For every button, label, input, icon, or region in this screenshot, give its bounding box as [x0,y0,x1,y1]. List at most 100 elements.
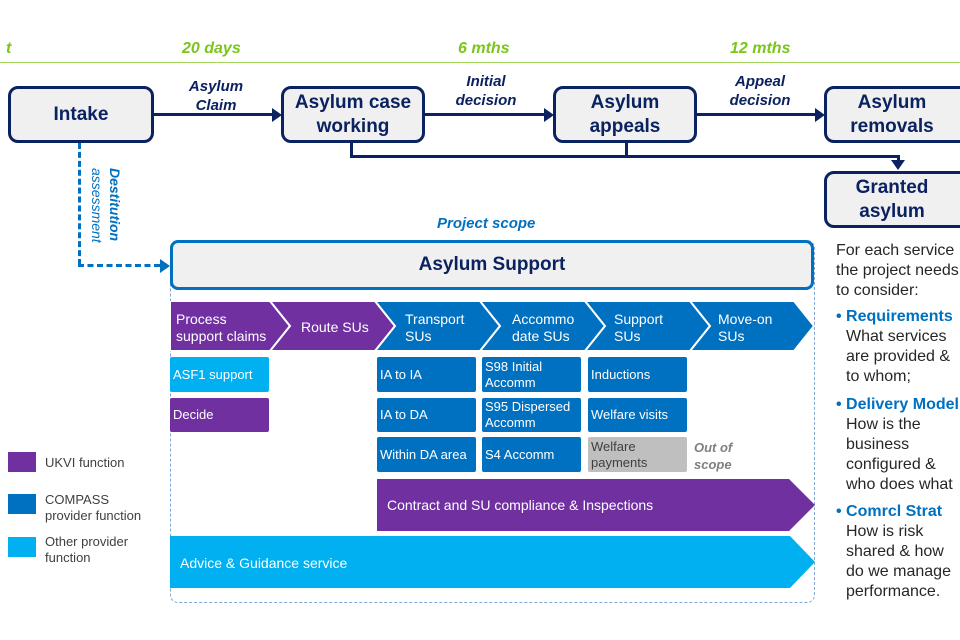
side-item-comrcl-strat-line3: do we manage [846,563,951,580]
transition-initial-decision-line2: decision [455,92,517,109]
cell-decide: Decide [170,398,269,432]
chevron-label-accommodate-line1: Accommo [512,311,575,327]
side-item-delivery-model: • Delivery Model How is the business con… [836,395,959,495]
cell-welfare-visits-label: Welfare visits [591,407,669,422]
out-of-scope-line1: Out of [694,440,733,455]
arrow-claim-head-icon [272,108,282,122]
side-intro-line1: For each service [836,242,955,259]
cell-s4-accomm: S4 Accomm [482,437,581,472]
side-intro-line3: to consider: [836,282,919,299]
cell-asf1-support-label: ASF1 support [173,366,253,382]
timeline-label-start: t [6,40,12,57]
cell-s4-label: S4 Accomm [485,446,555,462]
side-item-delivery-model-head: Delivery Model [846,396,959,413]
legend-swatch-other [8,537,36,557]
cell-s98-label: S98 Initial Accomm [485,358,543,390]
contract-compliance-shape [377,479,815,531]
side-item-delivery-model-line1: How is the [846,416,921,433]
side-intro: For each service the project needs to co… [836,241,959,301]
cell-ia-to-ia-label: IA to IA [380,366,422,382]
timeline-line [0,62,960,63]
cell-ia-to-ia: IA to IA [377,357,476,392]
advice-guidance-bar [170,536,815,588]
stage-granted-line1: Granted [855,176,929,198]
transition-asylum-claim-line1: Asylum [188,78,244,95]
cell-welfare-payments-label: Welfare payments [591,438,648,470]
destitution-dashed-vertical [78,143,81,265]
connector-granted-line [350,155,900,158]
legend-label-ukvi: UKVI function [45,455,125,470]
chevron-label-process-line2: support claims [176,328,267,344]
transition-asylum-claim-line2: Claim [195,97,237,114]
advice-guidance-label: Advice & Guidance service [180,555,348,571]
cell-s95-dispersed-accomm: S95 Dispersed Accomm [482,398,581,432]
arrow-appeal-head-icon [815,108,825,122]
stage-removals-line1: Asylum [857,91,927,113]
side-item-delivery-model-line2: business [846,436,910,453]
cell-welfare-payments: Welfare payments [588,437,687,472]
connector-appeals-down [625,143,628,157]
stage-appeals-line1: Asylum [590,91,660,113]
chevron-label-support-line2: SUs [614,328,641,344]
stage-appeals-line2: appeals [589,115,661,137]
transition-initial-decision-line1: Initial [466,73,506,90]
bullet-icon: • [836,503,847,520]
bullet-icon: • [836,396,847,413]
side-item-requirements-head: Requirements [846,308,953,325]
destitution-label-line2: assessment [89,168,105,243]
transition-initial-decision: Initial decision [446,72,526,110]
asylum-support-header: Asylum Support [170,240,814,290]
legend-swatch-ukvi [8,452,36,472]
contract-compliance-label: Contract and SU compliance & Inspections [387,497,654,513]
arrow-initial-head-icon [544,108,554,122]
side-item-comrcl-strat-line2: shared & how [846,543,944,560]
stage-removals-line2: removals [850,115,934,137]
side-intro-line2: the project needs [836,262,959,279]
cell-inductions-label: Inductions [591,366,651,382]
side-item-comrcl-strat-head: Comrcl Strat [846,503,943,520]
side-item-requirements-line3: to whom; [846,368,911,385]
side-item-delivery-model-line4: who does what [846,476,953,493]
chevron-label-support-line1: Support [614,311,664,327]
arrow-initial-line [425,113,544,116]
cell-welfare-visits: Welfare visits [588,398,687,432]
connector-granted-drop [897,155,900,161]
side-item-requirements-line2: are provided & [846,348,951,365]
cell-within-da-area: Within DA area [377,437,476,472]
destitution-arrow-head-icon [160,259,170,273]
project-scope-title: Project scope [437,215,536,232]
destitution-label-line1: Destitution [107,168,123,242]
chevron-label-transport-line2: SUs [405,328,432,344]
chevron-label-accommodate-line2: date SUs [512,328,570,344]
stage-intake: Intake [8,86,154,143]
cell-inductions: Inductions [588,357,687,392]
chevron-label-process-line1: Process [176,311,227,327]
stage-case-working-line1: Asylum case [294,91,412,113]
connector-case-down [350,143,353,157]
chevron-label-route: Route SUs [301,319,369,335]
timeline-label-12-mths: 12 mths [730,40,791,57]
stage-granted-line2: asylum [859,200,925,222]
transition-appeal-decision-line1: Appeal [734,73,785,90]
cell-decide-label: Decide [173,407,214,422]
side-item-requirements: • Requirements What services are provide… [836,307,953,387]
legend-swatch-compass [8,494,36,514]
side-item-comrcl-strat-line4: performance. [846,583,941,600]
timeline-label-20-days: 20 days [182,40,241,57]
cell-s98-initial-accomm: S98 Initial Accomm [482,357,581,392]
destitution-dashed-horizontal [78,264,160,267]
chevron-label-transport-line1: Transport [405,311,465,327]
arrow-granted-head-icon [891,160,905,170]
side-item-comrcl-strat-line1: How is risk [846,523,924,540]
